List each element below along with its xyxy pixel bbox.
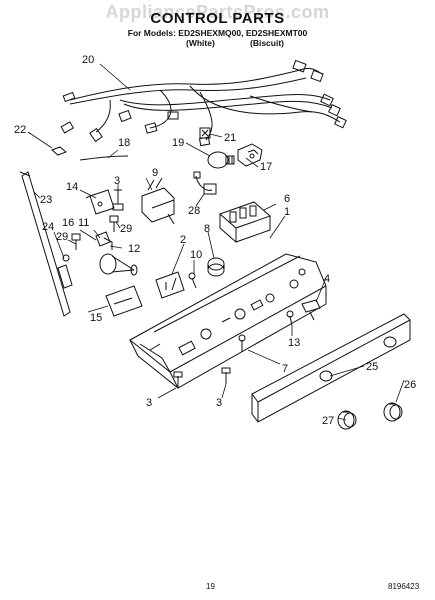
callout-7: 7 [282,363,288,375]
callout-10: 10 [190,249,202,261]
knob-27 [337,410,357,430]
callout-22: 22 [14,124,26,136]
panel-23 [19,171,71,317]
leader-lines [27,63,405,421]
switch-9 [141,177,175,225]
callout-19: 19 [172,137,184,149]
callout-8: 8 [204,223,210,235]
callout-16: 16 [62,217,74,229]
knob-8 [207,257,225,277]
screws-29 [71,215,119,250]
screws-3-bottom [173,367,231,388]
callout-28: 28 [188,205,200,217]
callout-3a: 3 [114,175,120,187]
knob-26 [383,402,403,422]
callout-23: 23 [40,194,52,206]
page-title: CONTROL PARTS [150,10,285,27]
callout-4: 4 [324,273,330,285]
callout-15: 15 [90,312,102,324]
callout-2: 2 [180,234,186,246]
callout-26: 26 [404,379,416,391]
bracket-21 [199,127,211,139]
document-number: 8196423 [388,582,420,591]
callout-12: 12 [128,243,140,255]
bracket-14 [85,189,115,215]
front-panel-25 [251,313,411,423]
switch-4 [301,299,321,321]
page-number: 19 [206,582,215,591]
callout-3c: 3 [216,397,222,409]
callout-27: 27 [322,415,334,427]
bracket-2 [155,271,185,299]
socket-17 [237,143,263,167]
variant-biscuit: (Biscuit) [250,38,284,48]
screw-10 [191,277,197,289]
wire-18 [79,155,129,161]
callout-29a: 29 [120,223,132,235]
bracket-15 [105,285,143,317]
wire-harness [60,59,347,147]
callout-labels: 20 22 18 21 19 17 14 3 9 28 23 6 1 29 16… [14,54,416,427]
callout-25: 25 [366,361,378,373]
callout-24: 24 [42,221,54,233]
callout-14: 14 [66,181,78,193]
watermark: AppliancePartsPros.com [105,2,330,22]
callout-17: 17 [260,161,272,173]
clip-22 [51,146,67,156]
screw-13 [289,315,293,327]
callout-6: 6 [284,193,290,205]
callout-3b: 3 [146,397,152,409]
models-line: For Models: ED2SHEXMQ00, ED2SHEXMT00 [127,28,308,38]
callout-18: 18 [118,137,130,149]
callout-9: 9 [152,167,158,179]
control-6 [219,201,271,244]
callout-13: 13 [288,337,300,349]
knob-shaft-11 [95,231,138,276]
variant-white: (White) [186,38,215,48]
screw-3-top [114,189,122,204]
light-bulb-19 [207,151,235,169]
callout-29b: 29 [56,231,68,243]
callout-11: 11 [78,217,89,229]
plug-28 [193,171,217,195]
callout-1: 1 [284,206,290,218]
callout-20: 20 [82,54,94,66]
callout-21: 21 [224,132,236,144]
spring-12 [103,237,113,250]
bracket-24 [57,254,73,289]
